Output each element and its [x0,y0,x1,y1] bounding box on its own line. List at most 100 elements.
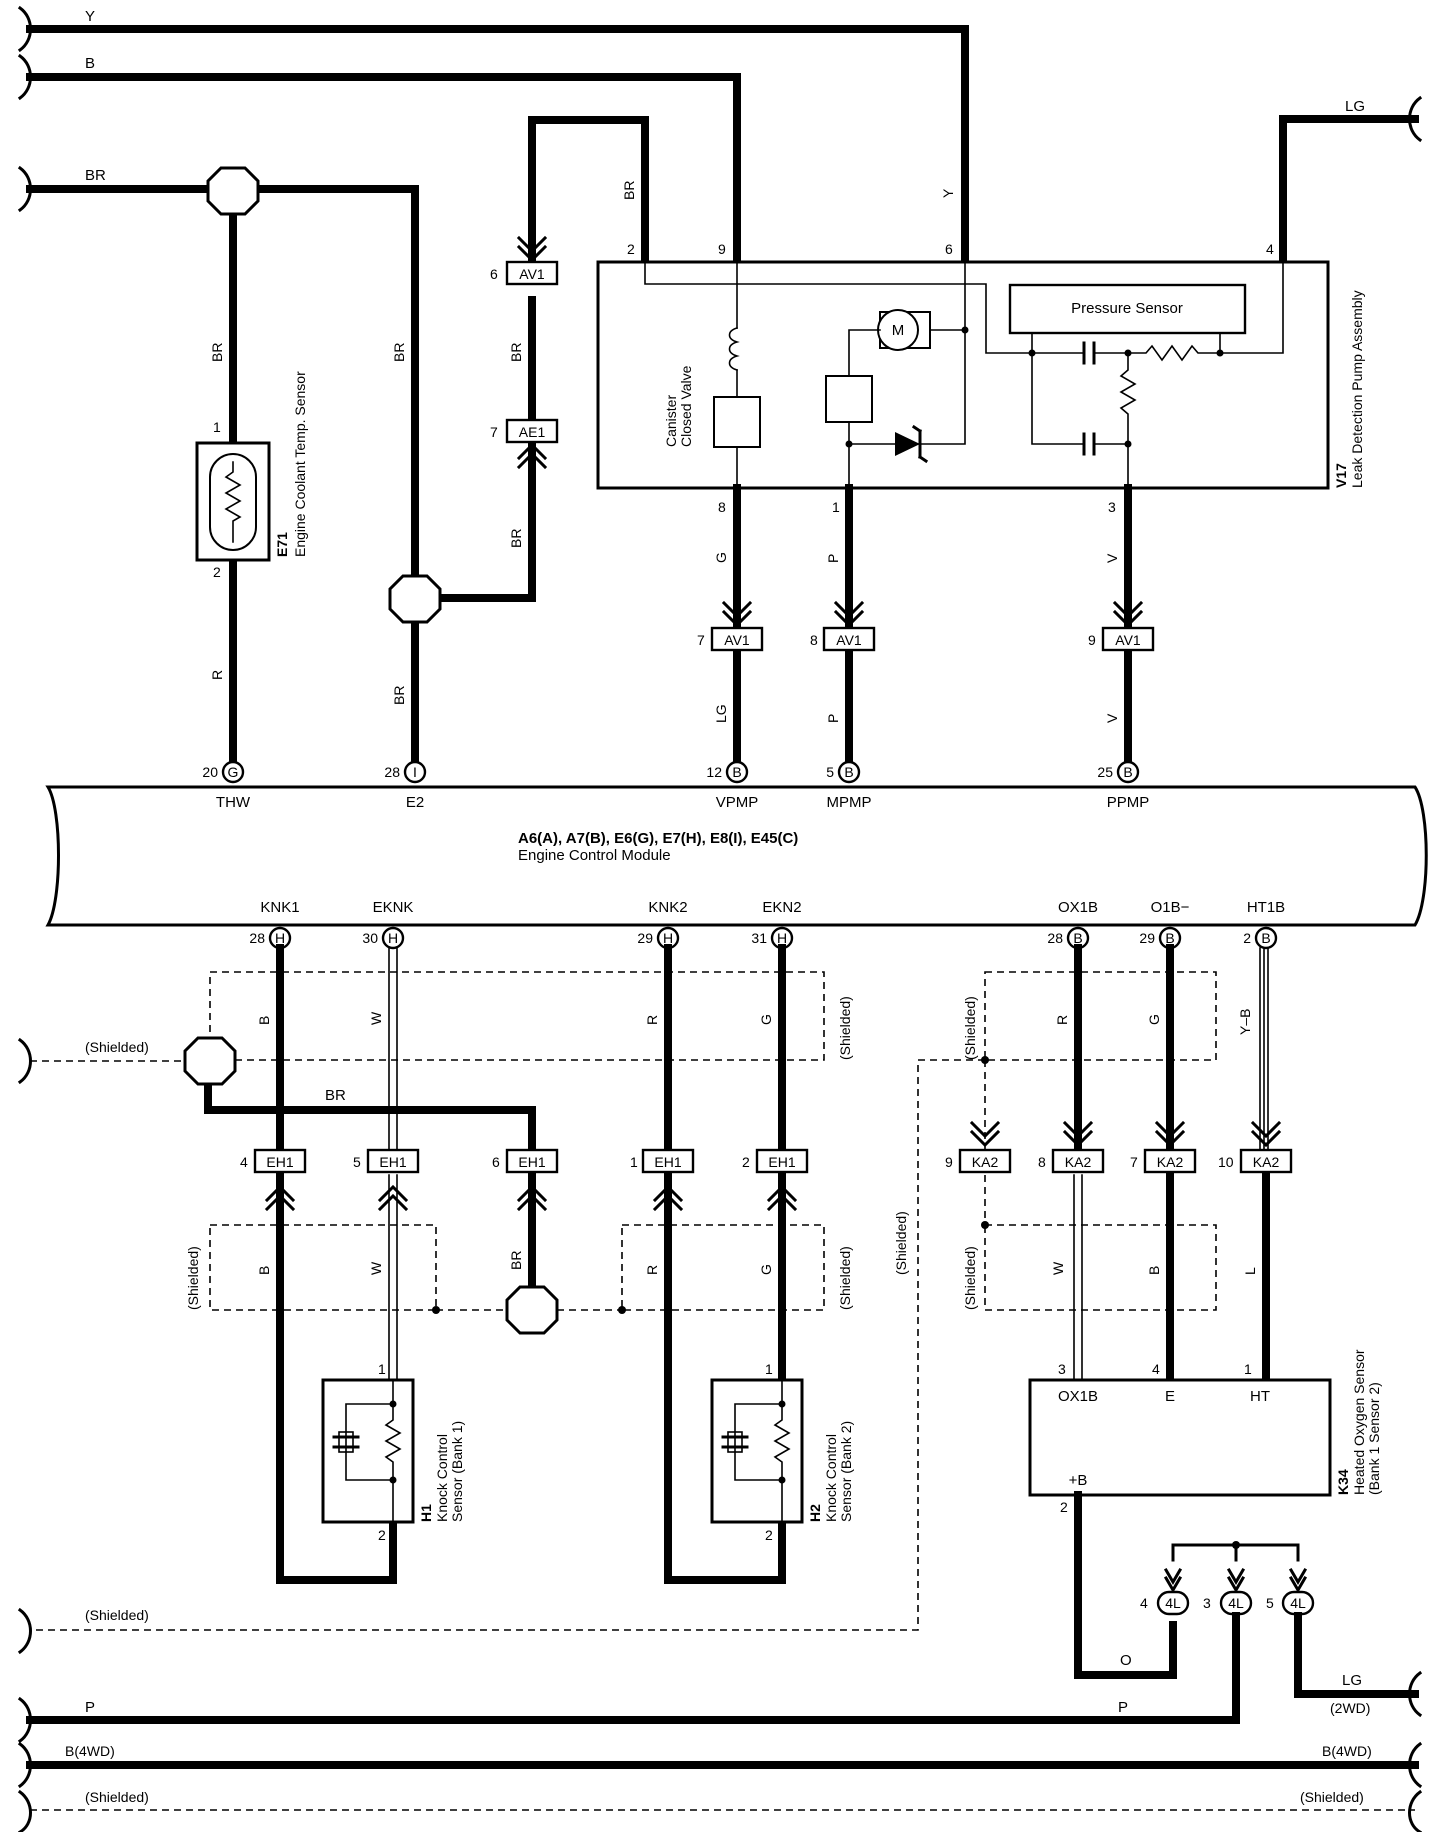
pin-number: 8 [1038,1154,1046,1170]
wire-color-label: G [758,1264,774,1275]
pin-number: 28 [384,764,400,780]
pin-signal-name: E2 [406,794,424,811]
canister-valve-icon [713,396,761,448]
pump-relay-icon [825,375,873,423]
pin-connector-letter: B [1165,930,1174,946]
pin-signal-name: EKNK [373,899,414,916]
wire-color-label: R [644,1015,660,1025]
connector-id: KA2 [1157,1154,1184,1170]
variant-label: (2WD) [1330,1700,1370,1716]
shield-outline [621,1224,825,1311]
pin-terminal [1254,926,1278,950]
component-name: Leak Detection Pump Assembly [1349,290,1365,488]
h2-sensor-body [710,1378,804,1524]
pin-number: 5 [353,1154,361,1170]
wire-color-label: P [825,714,841,723]
variant-label: B(4WD) [1322,1743,1372,1759]
splice-junction [388,574,442,624]
pin-connector-letter: G [228,764,239,780]
connector-av1 [1101,626,1155,652]
pin-signal-name: THW [216,794,251,811]
bus-wire-b: B [17,53,741,266]
wire-color-label: B [256,1266,272,1275]
v17-to-ecm-wires: AV1 7 AV1 8 AV1 9 G P V LG P V [697,484,1155,776]
pin-signal-name: O1B− [1151,899,1190,916]
pin-number: 9 [718,241,726,257]
pin-number: 2 [742,1154,750,1170]
shield-ground-wire: (Shielded) BR [17,1036,626,1314]
pin-number: 2 [1243,930,1251,946]
pin-number: 1 [213,419,221,435]
splice-junction [505,1285,559,1335]
wire-color-label: R [644,1265,660,1275]
connector-id: EH1 [379,1154,406,1170]
pin-connector-letter: B [1123,764,1132,780]
connector-id: EH1 [266,1154,293,1170]
e71-circuit: BR R 1 2 E71 Engine Coolant Temp. Sensor [195,166,308,776]
pin-number: 12 [706,764,722,780]
pin-number: 25 [1097,764,1113,780]
pin-number: 4 [1266,241,1274,257]
bus-wire-y: Y Y [17,5,969,266]
power-circuit: 4L 4 4L 3 4L 5 O P P LG (2WD) [17,1491,1423,1744]
v17-br-circuit: AV1 6 AE1 7 BR BR BR [490,116,649,548]
shielded-label: (Shielded) [1300,1789,1364,1805]
wire-color-label: BR [209,343,225,362]
pin-number: 2 [1060,1499,1068,1515]
v17-assembly: 2 9 6 4 8 1 3 CanisterClosed Valve M Pre… [596,241,1365,515]
component-id: H1 [418,1504,434,1522]
pin-number: 2 [378,1527,386,1543]
wire-color-label: G [758,1014,774,1025]
connector-id: 4L [1165,1595,1181,1611]
pin-number: 29 [637,930,653,946]
connector-eh1 [366,1148,420,1174]
connector-id: EH1 [654,1154,681,1170]
diode-icon [895,432,920,456]
bottom-bus: B(4WD) B(4WD) (Shielded) (Shielded) [17,1741,1423,1832]
wire-color-label: V [1104,713,1120,723]
wire-color-label: B [1146,1266,1162,1275]
connector-ka2 [958,1148,1012,1174]
pin-number: 4 [240,1154,248,1170]
shield-outline [209,971,825,1061]
pin-number: 28 [249,930,265,946]
shield-outline [209,1224,437,1311]
pin-number: 6 [490,266,498,282]
pin-number: 30 [362,930,378,946]
shielded-label: (Shielded) [85,1607,149,1623]
h1-sensor-body [321,1378,415,1524]
pin-number: 6 [945,241,953,257]
shielded-label: (Shielded) [85,1789,149,1805]
pin-connector-letter: H [777,930,787,946]
pin-number: 3 [1058,1361,1066,1377]
pin-number: 2 [765,1527,773,1543]
pin-signal-name: MPMP [827,794,872,811]
wire-color-label: G [1146,1014,1162,1025]
wire-color-label: BR [325,1087,346,1104]
connector-id: AV1 [836,632,862,648]
connector-eh1 [641,1148,695,1174]
component-id: E71 [274,532,290,557]
pin-number: 5 [826,764,834,780]
wire-color-label: LG [713,704,729,723]
connector-eh1 [755,1148,809,1174]
wire-color-label: L [1242,1267,1258,1275]
pin-number: 3 [1108,499,1116,515]
pin-connector-letter: H [275,930,285,946]
k34-terminal: E [1165,1388,1175,1405]
k34-terminal: OX1B [1058,1388,1098,1405]
component-name: Engine Coolant Temp. Sensor [292,371,308,557]
pin-number: 2 [627,241,635,257]
wire-color-label: G [713,552,729,563]
wire-color-label: Y–B [1237,1009,1253,1035]
pin-terminal [837,760,861,784]
wire-color-label: P [85,1699,95,1716]
ecm-module: A6(A), A7(B), E6(G), E7(H), E8(I), E45(C… [45,785,1428,927]
e2-circuit: BR BR [388,296,536,776]
connector-id: 4L [1228,1595,1244,1611]
wire-color-label: BR [508,343,524,362]
